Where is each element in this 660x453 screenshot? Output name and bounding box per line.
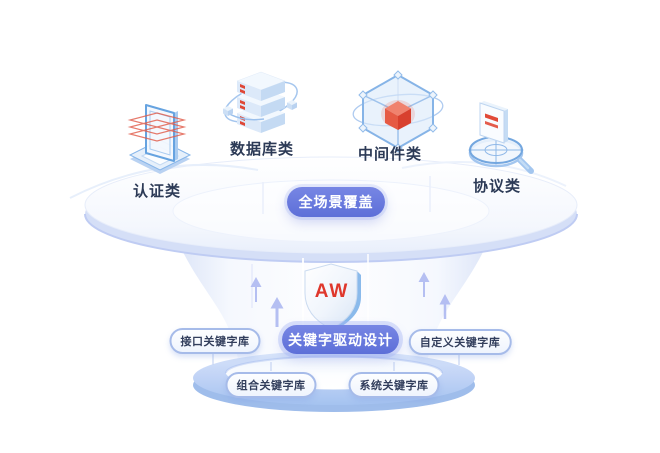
keyword-lib-pill-interface: 接口关键字库 bbox=[169, 328, 261, 354]
corner-nodes bbox=[358, 70, 438, 153]
coverage-badge: 全场景覆盖 bbox=[287, 187, 385, 217]
upward-arrows bbox=[250, 272, 451, 327]
middleware-cube-icon bbox=[352, 70, 444, 153]
category-label-protocol: 协议类 bbox=[472, 178, 522, 195]
protocol-doc-search-icon bbox=[468, 101, 534, 174]
orbit-cube-left bbox=[223, 106, 233, 116]
platform-deco-arc-right bbox=[401, 161, 567, 187]
category-label-authentication: 认证类 bbox=[132, 183, 182, 200]
server-slabs bbox=[236, 71, 286, 133]
database-stack-icon bbox=[223, 71, 298, 133]
inner-red-cube bbox=[385, 101, 411, 130]
category-label-database: 数据库类 bbox=[229, 141, 295, 158]
platform-disk-rim bbox=[84, 213, 578, 263]
keyword-lib-pill-custom: 自定义关键字库 bbox=[408, 329, 512, 355]
keyword-design-badge: 关键字驱动设计 bbox=[282, 325, 399, 354]
keyword-lib-pill-composite: 组合关键字库 bbox=[225, 372, 317, 398]
authentication-scanner-icon bbox=[127, 104, 192, 174]
orbit-cube-right bbox=[287, 100, 297, 110]
crosshair-lines bbox=[470, 137, 522, 163]
protocol-card bbox=[479, 101, 508, 144]
keyword-lib-pill-system: 系统关键字库 bbox=[348, 372, 440, 398]
pill-connectors bbox=[212, 353, 460, 371]
scan-lines bbox=[127, 112, 187, 142]
shield-aw-logo: AW bbox=[314, 281, 350, 302]
category-label-middleware: 中间件类 bbox=[357, 146, 423, 163]
